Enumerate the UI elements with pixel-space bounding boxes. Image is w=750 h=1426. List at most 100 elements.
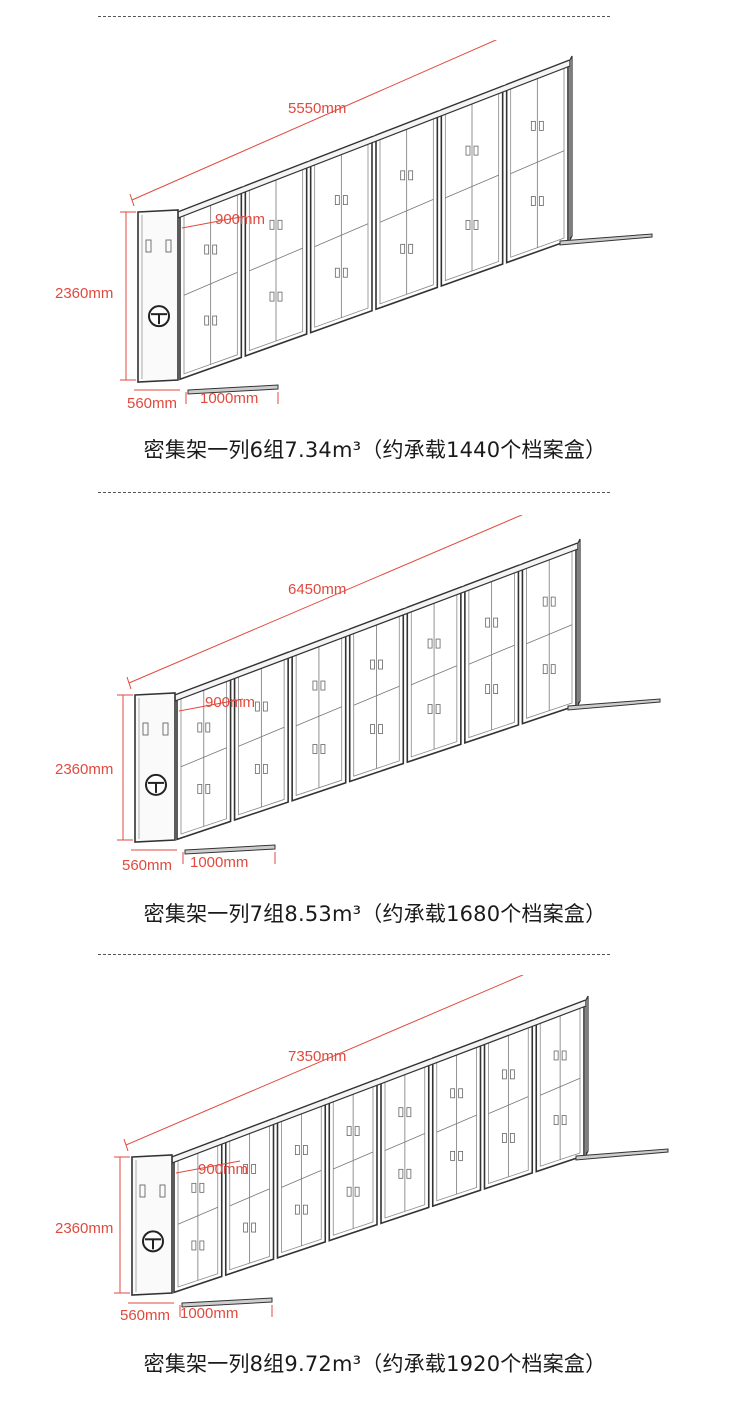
- handle-icon: [197, 784, 203, 794]
- handle-icon: [435, 704, 441, 714]
- handle-icon: [553, 1050, 559, 1061]
- label-slot-icon: [159, 1184, 166, 1198]
- handle-icon: [346, 1126, 352, 1137]
- shelf-divider: [314, 223, 369, 247]
- length-label: 5550mm: [288, 100, 346, 117]
- handle-icon: [277, 291, 283, 302]
- front-end-cabinet: [137, 209, 179, 383]
- section-divider-3: [98, 954, 610, 955]
- handle-icon: [243, 1222, 249, 1233]
- cell-depth-label: 1000mm: [190, 854, 248, 871]
- handle-icon: [262, 701, 268, 712]
- shelf-diagram-2: 6450mm 2360mm 560mm 900mm 1000mm: [55, 515, 661, 874]
- shelf-divider: [468, 644, 515, 665]
- handle-icon: [473, 145, 479, 156]
- depth-label: 560mm: [122, 857, 172, 874]
- handle-icon: [493, 684, 499, 694]
- height-label: 2360mm: [55, 1220, 113, 1237]
- shelf-divider: [353, 685, 400, 706]
- shelf-divider: [177, 1206, 218, 1225]
- handle-icon: [204, 315, 210, 326]
- length-dimension-line: [125, 975, 524, 1146]
- handle-icon: [342, 267, 348, 278]
- handle-icon: [450, 1150, 456, 1161]
- floor-rail: [559, 233, 653, 246]
- cell-width-dimension-line: [181, 215, 247, 229]
- handle-icon: [509, 1133, 515, 1143]
- handle-icon: [427, 704, 433, 714]
- handle-icon: [427, 638, 433, 649]
- length-label: 7350mm: [288, 1048, 346, 1065]
- handle-icon: [312, 680, 318, 691]
- handle-icon: [538, 196, 544, 206]
- dimension-tick: [129, 193, 135, 207]
- caption-1: 密集架一列6组7.34m³（约承载1440个档案盒）: [143, 438, 607, 462]
- handle-icon: [302, 1204, 308, 1215]
- floor-rail: [575, 1148, 669, 1161]
- end-panel: [569, 55, 573, 241]
- handle-icon: [398, 1168, 404, 1179]
- front-end-cabinet: [134, 692, 176, 843]
- handle-icon: [269, 291, 275, 302]
- handle-icon: [378, 724, 383, 734]
- handle-icon: [485, 617, 491, 628]
- floor-rail: [567, 698, 661, 711]
- handle-icon: [509, 1069, 515, 1080]
- handle-icon: [370, 659, 375, 670]
- cell-width-dimension-line: [175, 1160, 241, 1174]
- floor-rail: [184, 844, 276, 855]
- handle-icon: [251, 1222, 257, 1233]
- shelf-divider: [238, 726, 285, 747]
- handle-icon: [262, 764, 268, 774]
- label-slot-icon: [162, 722, 169, 736]
- shelf-divider: [281, 1170, 322, 1188]
- handle-icon: [197, 722, 203, 733]
- floor-rail: [181, 1297, 273, 1308]
- shelf-divider: [445, 174, 499, 199]
- cell-width-label: 900mm: [215, 211, 265, 228]
- handle-icon: [204, 244, 210, 255]
- caption-3: 密集架一列8组9.72m³（约承载1920个档案盒）: [143, 1352, 607, 1376]
- shelf-divider: [384, 1133, 425, 1151]
- shelf-diagram-3: 7350mm 2360mm 560mm 900mm 1000mm: [55, 975, 669, 1324]
- handle-icon: [450, 1088, 456, 1099]
- handle-icon: [212, 244, 218, 255]
- handle-icon: [346, 1186, 352, 1197]
- shelf-divider: [411, 665, 458, 686]
- handle-icon: [465, 220, 471, 230]
- shelf-divider: [379, 199, 434, 223]
- cell-width-label: 900mm: [205, 694, 255, 711]
- handle-icon: [398, 1107, 404, 1118]
- handle-icon: [312, 744, 318, 754]
- shelf-divider: [526, 624, 573, 645]
- length-dimension-line: [131, 40, 498, 201]
- handle-icon: [406, 1168, 412, 1179]
- handle-icon: [406, 1107, 412, 1118]
- handle-icon: [561, 1050, 567, 1061]
- handle-icon: [302, 1145, 308, 1155]
- handle-icon: [191, 1240, 197, 1251]
- handle-icon: [501, 1069, 507, 1080]
- shelf-divider: [180, 747, 227, 768]
- handle-icon: [473, 220, 479, 230]
- length-label: 6450mm: [288, 581, 346, 598]
- cell-width-label: 900mm: [198, 1161, 248, 1178]
- handle-icon: [561, 1115, 567, 1125]
- label-slot-icon: [145, 239, 152, 253]
- shelf-divider: [295, 706, 342, 727]
- handle-icon: [542, 596, 548, 607]
- handle-icon: [212, 315, 218, 326]
- handle-icon: [408, 243, 414, 254]
- handle-icon: [294, 1145, 300, 1155]
- handle-icon: [191, 1182, 197, 1193]
- label-slot-icon: [142, 722, 149, 736]
- handle-icon: [199, 1240, 205, 1251]
- cell-depth-label: 1000mm: [180, 1305, 238, 1322]
- handle-icon: [205, 722, 211, 733]
- handle-icon: [251, 1164, 257, 1174]
- handle-icon: [354, 1186, 360, 1197]
- handle-icon: [199, 1182, 205, 1193]
- end-panel: [585, 995, 589, 1156]
- handle-icon: [378, 659, 383, 670]
- handle-icon: [530, 120, 536, 131]
